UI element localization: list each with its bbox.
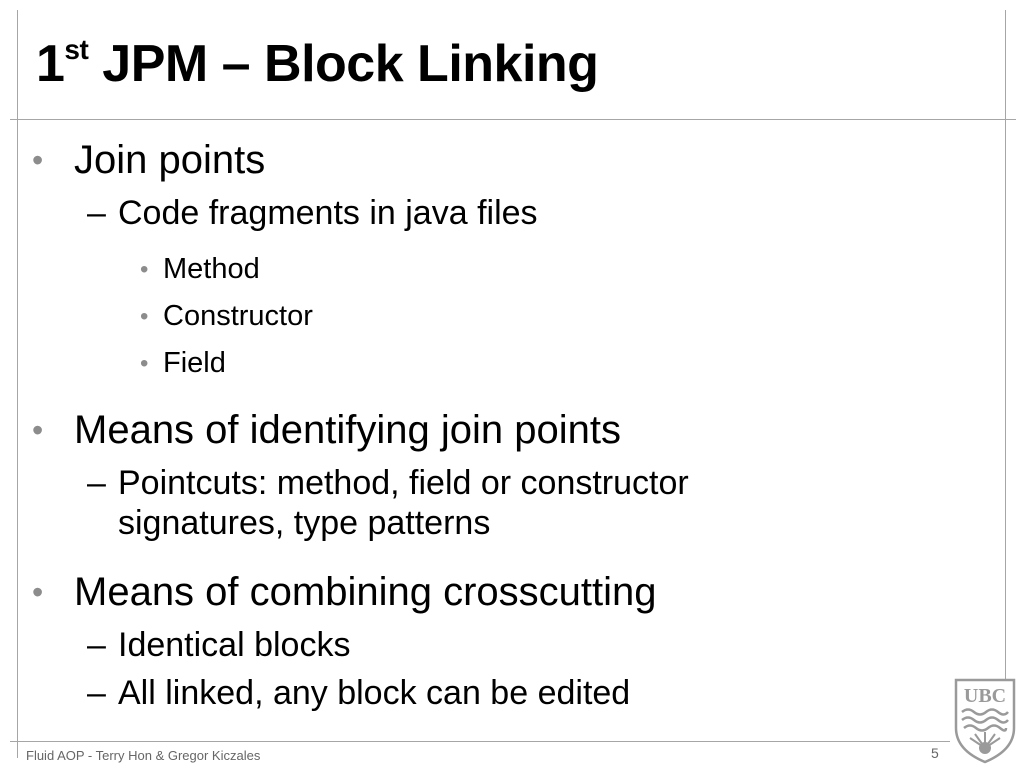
footer-text: Fluid AOP - Terry Hon & Gregor Kiczales [26,748,261,763]
sub-text: Identical blocks [118,626,351,664]
sub-sub-item: • Method [140,253,260,286]
bullet-icon: • [32,412,44,448]
ubc-logo-icon: UBC [954,678,1016,764]
bullet-icon: • [140,256,149,283]
bullet-text: Means of identifying join points [74,408,621,452]
frame-right-rule [1005,10,1006,740]
sub-sub-item: • Constructor [140,300,313,333]
sub-text: All linked, any block can be edited [118,674,631,712]
sub-item: – Identical blocks [87,626,350,665]
sub-text-line1: Pointcuts: method, field or constructor [118,464,689,502]
logo-text: UBC [964,685,1006,707]
sub-sub-text: Constructor [163,300,313,332]
dash-icon: – [87,674,106,712]
bullet-text: Means of combining crosscutting [74,570,657,614]
page-number: 5 [931,745,939,761]
dash-icon: – [87,464,106,502]
sub-text-line2: signatures, type patterns [118,504,491,542]
sub-sub-text: Field [163,347,226,379]
bullet-icon: • [32,574,44,610]
title-superscript: st [64,33,89,65]
frame-left-rule [17,10,18,758]
dash-icon: – [87,194,106,232]
footer-divider [10,741,950,742]
bullet-item: • Join points [32,138,265,183]
title-prefix: 1 [36,35,65,93]
slide-title: 1st JPM – Block Linking [36,33,599,94]
sub-item: – Code fragments in java files [87,194,538,233]
sub-item: – All linked, any block can be edited [87,674,630,713]
bullet-text: Join points [74,138,266,182]
sub-item: – Pointcuts: method, field or constructo… [87,464,689,503]
sub-sub-text: Method [163,253,260,285]
title-main: JPM – Block Linking [88,35,599,93]
dash-icon: – [87,626,106,664]
sub-sub-item: • Field [140,347,226,380]
sub-text: Code fragments in java files [118,194,538,232]
bullet-item: • Means of identifying join points [32,408,621,453]
bullet-icon: • [140,350,149,377]
bullet-icon: • [140,303,149,330]
bullet-item: • Means of combining crosscutting [32,570,657,615]
bullet-icon: • [32,142,44,178]
title-divider [10,119,1016,120]
